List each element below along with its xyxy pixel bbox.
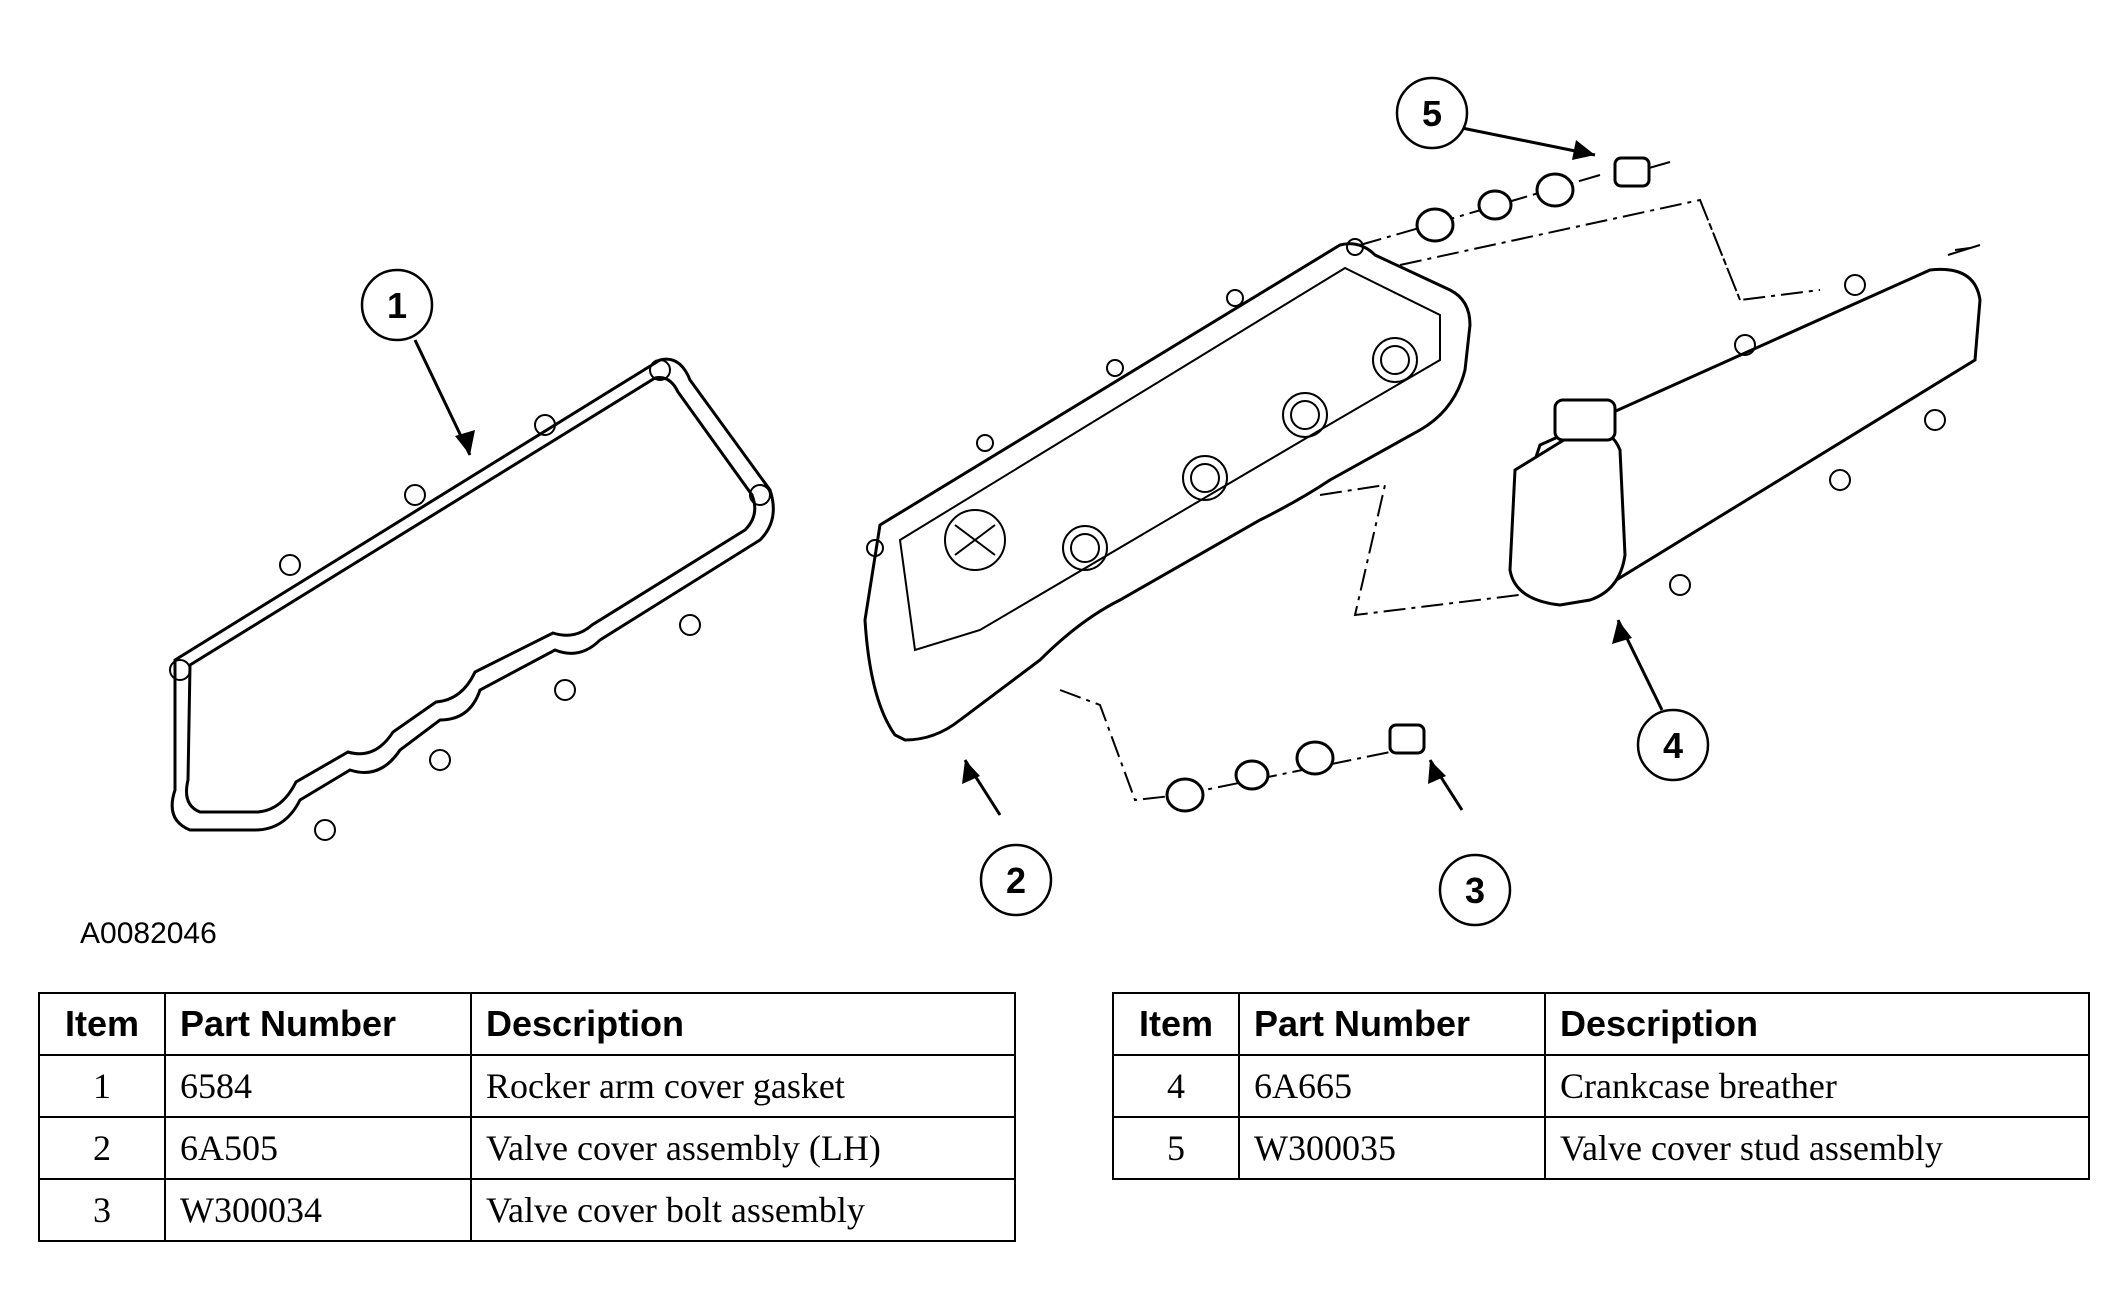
exploded-parts-diagram: 1 2 3 4 5 — [169, 76, 1982, 927]
leader-lines — [413, 126, 1664, 816]
valve-cover-bolt-assembly — [1059, 689, 1426, 813]
rocker-arm-cover-gasket — [169, 357, 775, 841]
cell-part-number: 6A665 — [1238, 1054, 1546, 1118]
svg-text:4: 4 — [1663, 725, 1683, 766]
parts-table-right: Item Part Number Description 4 6A665 Cra… — [1112, 992, 2090, 1180]
header-part-number: Part Number — [164, 992, 472, 1056]
cell-item: 4 — [1112, 1054, 1240, 1118]
cell-item: 5 — [1112, 1116, 1240, 1180]
table-row: 3 W300034 Valve cover bolt assembly — [38, 1178, 1016, 1242]
cell-part-number: W300034 — [164, 1178, 472, 1242]
cell-description: Valve cover bolt assembly — [470, 1178, 1016, 1242]
svg-text:2: 2 — [1006, 860, 1026, 901]
cell-part-number: W300035 — [1238, 1116, 1546, 1180]
callout-5: 5 — [1395, 76, 1469, 150]
figure-id: A0082046 — [80, 917, 217, 950]
table-row: 4 6A665 Crankcase breather — [1112, 1054, 2090, 1118]
table-header-row: Item Part Number Description — [38, 992, 1016, 1056]
callout-1: 1 — [360, 268, 434, 342]
table-row: 2 6A505 Valve cover assembly (LH) — [38, 1116, 1016, 1180]
cell-part-number: 6A505 — [164, 1116, 472, 1180]
parts-table-left: Item Part Number Description 1 6584 Rock… — [38, 992, 1016, 1242]
header-item: Item — [1112, 992, 1240, 1056]
svg-text:3: 3 — [1465, 870, 1485, 911]
header-description: Description — [1544, 992, 2090, 1056]
cell-description: Valve cover assembly (LH) — [470, 1116, 1016, 1180]
cell-item: 1 — [38, 1054, 166, 1118]
callout-3: 3 — [1438, 853, 1512, 927]
svg-text:1: 1 — [387, 285, 407, 326]
table-row: 1 6584 Rocker arm cover gasket — [38, 1054, 1016, 1118]
callout-2: 2 — [979, 843, 1053, 917]
valve-cover-stud-assembly — [1359, 156, 1981, 256]
cell-description: Crankcase breather — [1544, 1054, 2090, 1118]
cell-item: 3 — [38, 1178, 166, 1242]
cell-part-number: 6584 — [164, 1054, 472, 1118]
cell-item: 2 — [38, 1116, 166, 1180]
callout-4: 4 — [1636, 708, 1710, 782]
crankcase-breather — [1319, 198, 1982, 617]
cell-description: Valve cover stud assembly — [1544, 1116, 2090, 1180]
table-header-row: Item Part Number Description — [1112, 992, 2090, 1056]
valve-cover-assembly — [863, 238, 1472, 742]
table-row: 5 W300035 Valve cover stud assembly — [1112, 1116, 2090, 1180]
header-description: Description — [470, 992, 1016, 1056]
header-part-number: Part Number — [1238, 992, 1546, 1056]
cell-description: Rocker arm cover gasket — [470, 1054, 1016, 1118]
svg-text:5: 5 — [1422, 93, 1442, 134]
header-item: Item — [38, 992, 166, 1056]
